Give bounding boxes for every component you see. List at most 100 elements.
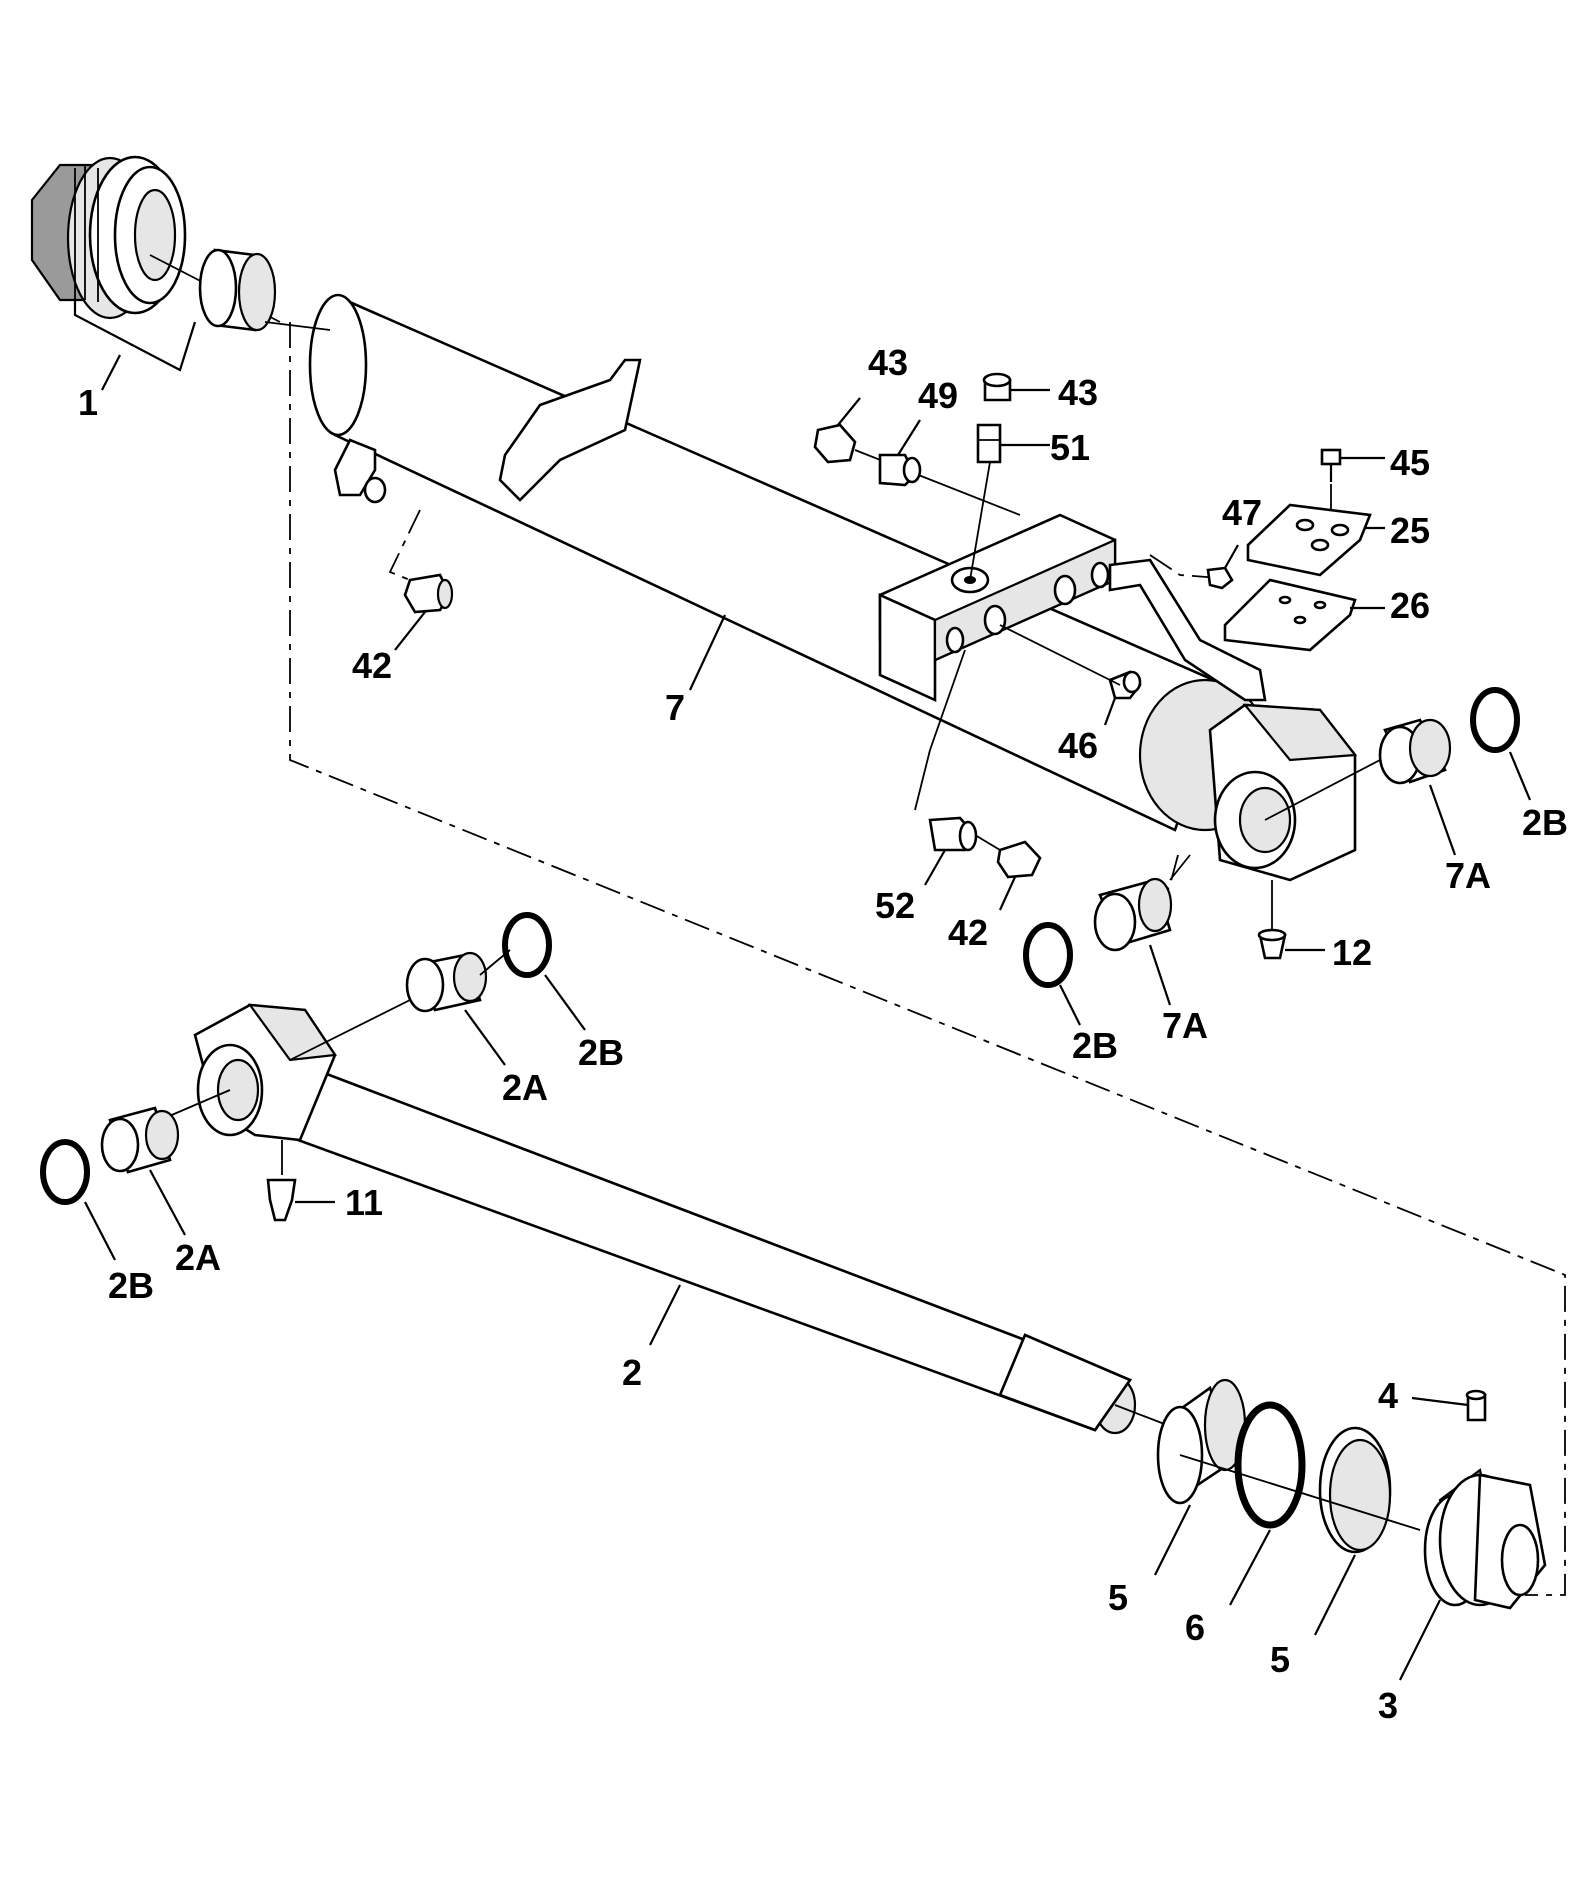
callout-26: 26 [1390,585,1430,626]
bushing-2A-bottom [100,1106,180,1174]
callout-2Bc: 2B [578,1032,624,1073]
assembly-dash-line [289,322,1566,1596]
leader-2Aa [464,1009,506,1066]
leader-52 [924,849,946,886]
ring-6 [1234,1401,1306,1529]
bolt-45 [1320,448,1342,482]
callout-4: 4 [1378,1375,1398,1416]
elbow-fitting [333,438,387,504]
callout-12: 12 [1332,932,1372,973]
callout-2Ba: 2B [1522,802,1568,843]
plate-25 [1246,503,1372,577]
callout-49: 49 [918,375,958,416]
axis-52-42 [974,834,1001,851]
callout-6: 6 [1185,1607,1205,1648]
bushing-7A-left [1093,877,1173,952]
rod-axis-eye [289,989,431,1061]
leader-2Bc [544,974,586,1031]
leader-49 [897,419,921,456]
callout-11: 11 [345,1182,383,1223]
leader-1 [101,354,121,391]
callout-43b: 43 [1058,372,1098,413]
callout-2Ab: 2A [175,1237,221,1278]
axis-46 [999,624,1121,686]
ring-5a [1156,1378,1247,1505]
leader-2 [649,1284,681,1346]
leader-42a [394,611,426,651]
adapter-51 [976,423,1002,464]
leader-7 [689,614,726,691]
seal-2B-top [502,912,552,978]
leader-2Bb [1059,984,1081,1026]
leader-3 [1399,1599,1441,1681]
seal-2B-mid [1023,922,1073,988]
callout-5b: 5 [1270,1639,1290,1680]
rod-part-2 [193,1003,1137,1435]
callout-42b: 42 [948,912,988,953]
callout-3: 3 [1378,1685,1398,1726]
callout-46: 46 [1058,725,1098,766]
bushing-7A-right [1378,718,1452,785]
leader-4 [1411,1396,1469,1407]
leader-2Bd [84,1201,116,1261]
barrel-axis-left [264,321,331,331]
callout-2Aa: 2A [502,1067,548,1108]
cap-nut-42a [403,573,454,614]
set-screw-4 [1465,1389,1487,1422]
grease-fitting-12 [1257,928,1287,960]
callout-43a: 43 [868,342,908,383]
callout-47: 47 [1222,492,1262,533]
callout-1: 1 [78,382,98,423]
gland-bracket [73,298,197,372]
fitting-dash-line-42 [388,509,426,587]
callout-45: 45 [1390,442,1430,483]
fitting-dash-line-47 [1149,554,1221,579]
leader-7Ab [1148,944,1172,1006]
screw-47 [1206,566,1234,590]
callout-52: 52 [875,885,915,926]
union-52 [928,816,978,852]
seal-2B-right [1470,687,1520,753]
callout-25: 25 [1390,510,1430,551]
piston-axis [1179,1454,1421,1531]
callout-7: 7 [665,687,685,728]
cap-nut-43a [813,423,857,464]
axis-51 [969,461,991,581]
leader-47 [1224,544,1239,569]
callout-5a: 5 [1108,1577,1128,1618]
callout-2Bb: 2B [1072,1025,1118,1066]
callout-7Ab: 7A [1162,1005,1208,1046]
leader-2Ba [1508,751,1532,801]
plug-46 [1108,670,1142,700]
callout-2Bd: 2B [108,1265,154,1306]
gland-part-1 [30,155,187,320]
bushing-2A-top [405,951,488,1013]
leader-5b [1314,1554,1356,1636]
leader-43a [837,397,861,426]
barrel-part-7 [308,293,1358,882]
seal-2B-bottom [40,1139,90,1205]
axis-52 [914,649,966,811]
leader-6 [1229,1529,1271,1606]
callout-7Aa: 7A [1445,855,1491,896]
axis-2A-top [479,949,511,976]
callout-2: 2 [622,1352,642,1393]
callout-51: 51 [1050,427,1090,468]
leader-42b [998,876,1017,911]
grease-fitting-11 [266,1178,297,1222]
shim-26 [1223,578,1357,652]
leader-7Aa [1428,784,1457,856]
union-49 [878,453,922,487]
gland-bushing [198,248,277,332]
leader-46 [1103,697,1117,726]
ring-5b [1318,1426,1392,1554]
cap-43b [982,372,1012,402]
callout-42a: 42 [352,645,392,686]
piston-part-3 [1423,1468,1547,1610]
barrel-axis-down [1169,854,1191,881]
leader-2Ab [149,1169,186,1236]
barrel-axis-right [1264,759,1381,821]
leader-5a [1154,1504,1191,1576]
